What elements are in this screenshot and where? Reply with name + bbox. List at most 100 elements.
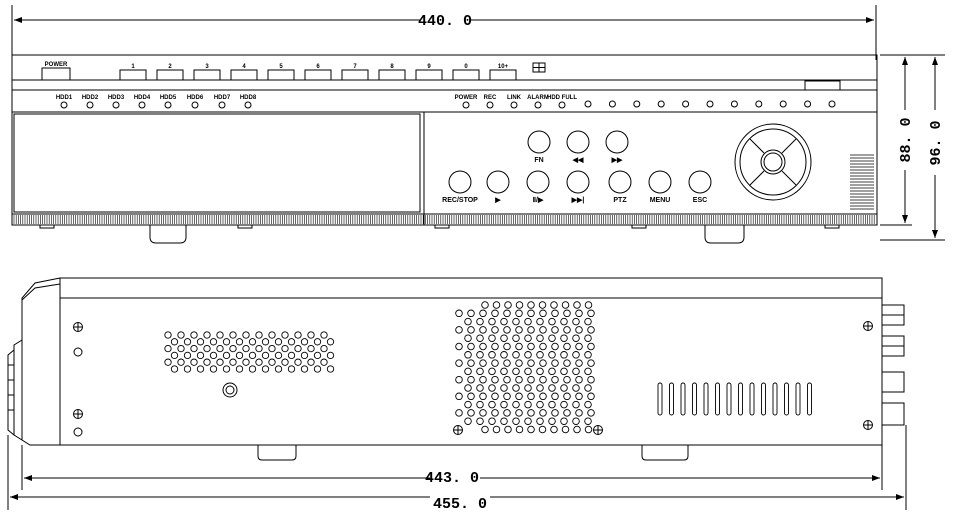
channel-button[interactable] bbox=[378, 69, 406, 81]
channel-button[interactable] bbox=[415, 69, 443, 81]
power-label: POWER bbox=[45, 62, 68, 68]
screw bbox=[453, 425, 463, 435]
channel-led bbox=[608, 100, 616, 108]
status-led bbox=[510, 101, 518, 109]
status-led-label: LINK bbox=[507, 95, 522, 101]
hdd-led-label: HDD7 bbox=[214, 95, 231, 101]
channel-button[interactable] bbox=[119, 69, 147, 81]
status-led bbox=[462, 101, 470, 109]
channel-button-label: 8 bbox=[390, 64, 394, 70]
channel-button-label: 6 bbox=[316, 64, 320, 70]
height-inner-label: 88. 0 bbox=[898, 117, 915, 162]
side-center-bolt bbox=[222, 382, 238, 398]
channel-button-label: 10+ bbox=[498, 64, 509, 70]
ptz-label: PTZ bbox=[613, 197, 627, 204]
channel-button-label: 2 bbox=[168, 64, 172, 70]
next-button[interactable] bbox=[566, 170, 590, 194]
screw bbox=[73, 322, 83, 332]
channel-led bbox=[779, 100, 787, 108]
hdd-led bbox=[218, 101, 226, 109]
drive-door bbox=[13, 113, 421, 213]
channel-led bbox=[584, 100, 592, 108]
channel-button-label: 7 bbox=[353, 64, 357, 70]
side-view bbox=[7, 277, 905, 461]
channel-led bbox=[804, 100, 812, 108]
side-foot-rear bbox=[641, 445, 689, 461]
rew-label: ◀◀ bbox=[572, 157, 584, 164]
screw bbox=[593, 425, 603, 435]
channel-button-label: 3 bbox=[205, 64, 209, 70]
width-dimension-label: 440. 0 bbox=[418, 13, 472, 30]
pause-button[interactable] bbox=[526, 170, 550, 194]
channel-button[interactable] bbox=[230, 69, 258, 81]
height-dimensions: 88. 0 96. 0 bbox=[880, 54, 945, 241]
channel-button[interactable] bbox=[341, 69, 369, 81]
depth-dimensions: 443. 0 455. 0 bbox=[7, 425, 907, 513]
menu-button[interactable] bbox=[648, 170, 672, 194]
channel-button-label: 5 bbox=[279, 64, 283, 70]
channel-led bbox=[657, 100, 665, 108]
ptz-button[interactable] bbox=[608, 170, 632, 194]
next-label: ▶▶| bbox=[571, 197, 585, 204]
hdd-led-label: HDD3 bbox=[108, 95, 125, 101]
pause-label: Ⅱ/▶ bbox=[533, 196, 544, 204]
rear-connectors bbox=[881, 304, 905, 426]
esc-button[interactable] bbox=[688, 170, 712, 194]
rew-button[interactable] bbox=[566, 130, 590, 154]
play-button[interactable] bbox=[486, 170, 510, 194]
esc-label: ESC bbox=[693, 197, 707, 204]
height-outer-label: 96. 0 bbox=[928, 120, 945, 165]
side-hole-upper bbox=[73, 347, 83, 357]
channel-button-label: 1 bbox=[131, 64, 135, 70]
rec-stop-button[interactable] bbox=[448, 170, 472, 194]
hdd-led bbox=[86, 101, 94, 109]
status-led bbox=[486, 101, 494, 109]
hdd-led-label: HDD2 bbox=[82, 95, 99, 101]
channel-led bbox=[730, 100, 738, 108]
hdd-led-label: HDD4 bbox=[134, 95, 151, 101]
channel-button[interactable] bbox=[452, 69, 480, 81]
status-led-label: REC bbox=[484, 95, 497, 101]
hdd-led bbox=[112, 101, 120, 109]
power-button[interactable] bbox=[41, 67, 71, 81]
channel-button[interactable] bbox=[156, 69, 184, 81]
ff-button[interactable] bbox=[605, 130, 629, 154]
channel-button[interactable] bbox=[193, 69, 221, 81]
ff-label: ▶▶ bbox=[611, 157, 623, 164]
channel-led bbox=[633, 100, 641, 108]
side-screws bbox=[73, 321, 873, 435]
side-vent-slots bbox=[657, 382, 812, 416]
status-led-label: HDD FULL bbox=[547, 95, 577, 101]
ir-window bbox=[804, 80, 841, 91]
front-foot-right bbox=[704, 225, 745, 244]
channel-button[interactable] bbox=[489, 69, 517, 81]
channel-indicators bbox=[584, 100, 836, 108]
side-foot-front bbox=[257, 445, 297, 461]
jog-shuttle-dial[interactable] bbox=[734, 123, 812, 201]
menu-label: MENU bbox=[650, 197, 671, 204]
play-label: ▶ bbox=[494, 197, 501, 204]
status-led-label: ALARM bbox=[527, 95, 549, 101]
fn-button[interactable] bbox=[527, 130, 551, 154]
hdd-led bbox=[138, 101, 146, 109]
channel-button[interactable] bbox=[304, 69, 332, 81]
hdd-led bbox=[244, 101, 252, 109]
status-led-label: POWER bbox=[455, 95, 478, 101]
channel-button[interactable] bbox=[267, 69, 295, 81]
width-dimension: 440. 0 bbox=[11, 5, 877, 60]
channel-button-label: 9 bbox=[427, 64, 431, 70]
side-hole-lower bbox=[73, 427, 83, 437]
depth-inner-label: 443. 0 bbox=[425, 470, 479, 487]
hdd-led bbox=[60, 101, 68, 109]
channel-led bbox=[682, 100, 690, 108]
channel-button-label: 4 bbox=[242, 64, 246, 70]
rec-stop-label: REC/STOP bbox=[442, 197, 478, 204]
hdd-led-label: HDD8 bbox=[240, 95, 257, 101]
channel-led bbox=[828, 100, 836, 108]
depth-outer-label: 455. 0 bbox=[433, 496, 487, 513]
side-vent-left bbox=[164, 331, 335, 373]
